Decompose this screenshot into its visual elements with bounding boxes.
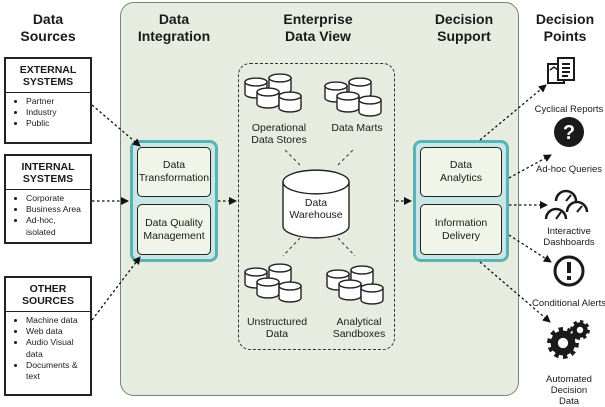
header-decision-points: Decision Points bbox=[535, 11, 595, 44]
dp-label-adhoc-queries: Ad-hoc Queries bbox=[535, 164, 603, 175]
enterprise-data-view-region bbox=[238, 63, 395, 350]
header-data-integration: Data Integration bbox=[137, 11, 211, 44]
data-marts-label: Data Marts bbox=[331, 122, 383, 134]
dp-label-interactive-dashboards: Interactive Dashboards bbox=[543, 226, 595, 248]
list-item: Ad-hoc, isolated bbox=[26, 215, 86, 237]
list-item: Corporate bbox=[26, 193, 86, 204]
source-other-sources: OTHER SOURCES Machine data Web data Audi… bbox=[4, 276, 92, 396]
data-analytics-box: Data Analytics bbox=[420, 147, 502, 197]
gears-icon bbox=[547, 320, 590, 359]
data-marts-cylinder-db bbox=[336, 91, 360, 113]
unstructured-data-label: Unstructured Data bbox=[246, 316, 308, 340]
source-external-systems: EXTERNAL SYSTEMS Partner Industry Public bbox=[4, 57, 92, 144]
header-enterprise-data-view: Enterprise Data View bbox=[283, 11, 353, 44]
list-item: Business Area bbox=[26, 204, 86, 215]
operational-data-stores-cylinder-db bbox=[256, 87, 280, 109]
dashboard-gauges-icon bbox=[544, 189, 589, 220]
arrow-other-to-integration bbox=[91, 256, 141, 321]
arrow-to-cyclical-reports bbox=[479, 84, 547, 141]
svg-text:?: ? bbox=[563, 122, 575, 144]
source-internal-systems: INTERNAL SYSTEMS Corporate Business Area… bbox=[4, 154, 92, 244]
list-item: Industry bbox=[26, 107, 86, 118]
reports-icon bbox=[547, 57, 575, 84]
question-icon: ? bbox=[554, 117, 584, 147]
operational-data-stores-label: Operational Data Stores bbox=[251, 122, 307, 146]
source-items: Corporate Business Area Ad-hoc, isolated bbox=[6, 190, 90, 241]
source-title: EXTERNAL SYSTEMS bbox=[6, 59, 90, 93]
dp-label-conditional-alerts: Conditional Alerts bbox=[532, 298, 605, 309]
analytical-sandboxes-label: Analytical Sandboxes bbox=[332, 316, 386, 340]
arrow-to-conditional-alerts bbox=[508, 234, 552, 263]
unstructured-data-cylinder-db bbox=[256, 277, 280, 299]
data-warehouse-cylinder bbox=[282, 169, 350, 239]
source-items: Partner Industry Public bbox=[6, 93, 90, 133]
analytical-sandboxes-cylinder-db bbox=[360, 283, 384, 305]
data-marts-cylinder-db bbox=[348, 77, 372, 99]
source-title: INTERNAL SYSTEMS bbox=[6, 156, 90, 190]
data-warehouse-label: Data Warehouse bbox=[289, 197, 343, 221]
list-item: Partner bbox=[26, 96, 86, 107]
link-warehouse-sandboxes bbox=[337, 237, 356, 257]
operational-data-stores-cylinder-db bbox=[278, 91, 302, 113]
list-item: Documents & text bbox=[26, 360, 86, 382]
arrow-external-to-integration bbox=[91, 104, 141, 147]
link-warehouse-marts bbox=[337, 147, 356, 166]
data-transformation-box: Data Transformation bbox=[137, 147, 211, 197]
arrow-to-automated-decision bbox=[479, 261, 551, 323]
list-item: Public bbox=[26, 118, 86, 129]
unstructured-data-cylinder-db bbox=[278, 281, 302, 303]
header-decision-support: Decision Support bbox=[434, 11, 494, 44]
information-delivery-box: Information Delivery bbox=[420, 204, 502, 255]
dp-label-automated-decision-data: Automated Decision Data bbox=[546, 374, 592, 407]
list-item: Audio Visual data bbox=[26, 337, 86, 359]
list-item: Web data bbox=[26, 326, 86, 337]
source-items: Machine data Web data Audio Visual data … bbox=[6, 312, 90, 385]
link-warehouse-unstructured bbox=[282, 237, 301, 257]
list-item: Machine data bbox=[26, 315, 86, 326]
analytical-sandboxes-cylinder-db bbox=[338, 279, 362, 301]
alert-icon bbox=[553, 255, 585, 287]
source-title: OTHER SOURCES bbox=[6, 278, 90, 312]
dp-label-cyclical-reports: Cyclical Reports bbox=[534, 104, 604, 115]
database-cylinders bbox=[244, 73, 384, 305]
data-quality-management-box: Data Quality Management bbox=[137, 204, 211, 255]
data-marts-cylinder-db bbox=[358, 95, 382, 117]
header-data-sources: Data Sources bbox=[20, 11, 76, 44]
link-warehouse-operational bbox=[284, 149, 301, 166]
